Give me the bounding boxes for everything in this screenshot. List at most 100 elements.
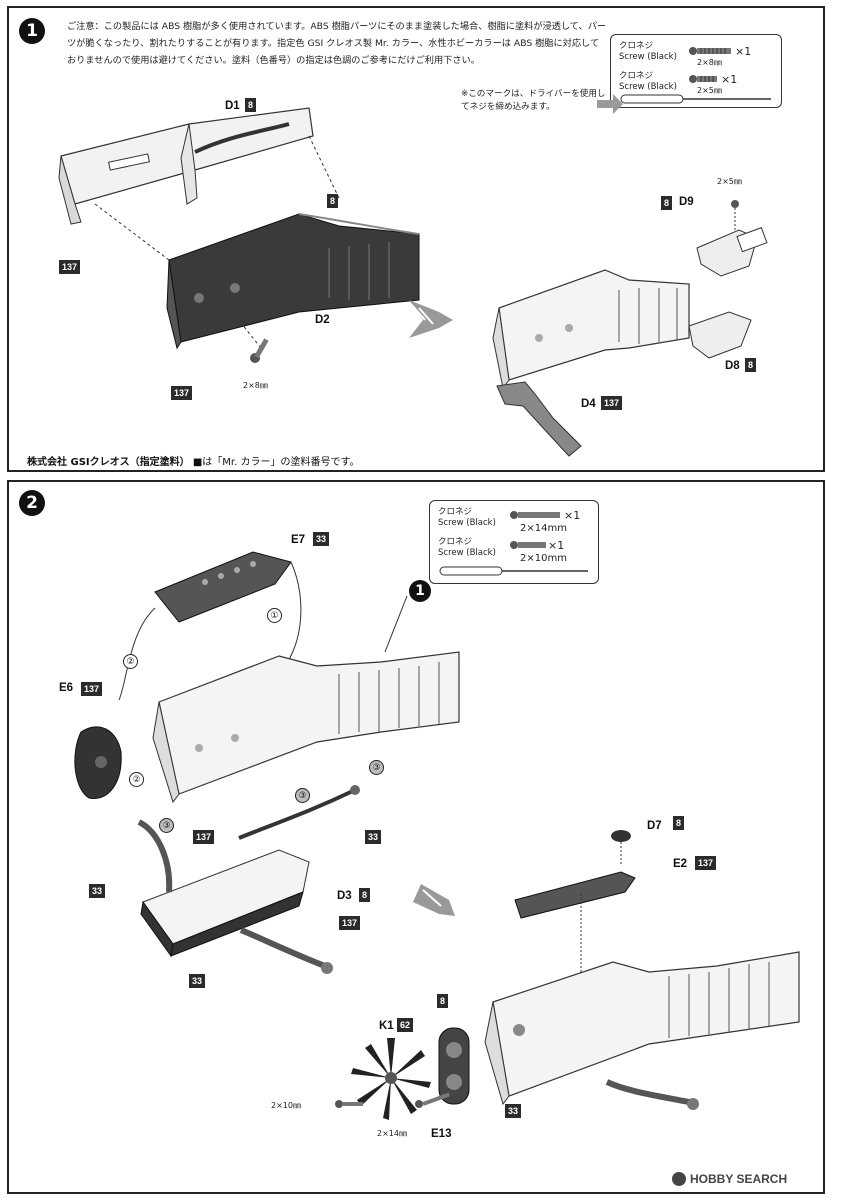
step-1-diagram [58,94,768,457]
watermark-text: HOBBY SEARCH [690,1172,788,1186]
color-box-d1: 8 [245,98,257,112]
screwdriver-icon [620,94,771,104]
part-d2-drawing [166,213,420,350]
screw-qty: ×1 [735,45,752,58]
paint-footer: 株式会社 GSIクレオス（指定塗料） ■は「Mr. カラー」の塗料番号です。 [27,453,359,468]
assembled-engine-drawing [492,269,690,390]
callout-3-left: ③ [295,788,310,803]
screw-row-5mm: クロネジ Screw (Black) [619,71,677,93]
part-d8-drawing [688,311,752,359]
hobby-search-logo-icon [672,1172,686,1186]
color-box-33-left: 33 [89,884,106,898]
color-box-33-e13: 33 [505,1104,522,1118]
part-label-d4: D4 [581,398,596,410]
next-step-arrow-icon [413,884,455,916]
color-box-d7: 8 [673,816,685,830]
screw-name-en: Screw (Black) [619,82,677,92]
screw-icon [689,47,731,55]
part-label-d1: D1 [225,100,240,112]
screw-qty: ×1 [548,539,565,552]
screwdriver-icon [439,566,588,576]
hobby-search-watermark: HOBBY SEARCH [672,1172,787,1186]
part-k1-fan-drawing [351,1038,431,1120]
screw-icon [689,75,717,83]
color-box-e7: 33 [313,532,330,546]
color-box-33-cable: 33 [365,830,382,844]
part-d9-drawing [696,200,768,277]
part-d1-drawing [58,107,314,225]
screw-name-en: Screw (Black) [619,52,677,62]
color-box-137-d3: 137 [339,916,361,930]
screw-icon [510,541,546,549]
screw-icons [620,47,771,104]
paint-company: 株式会社 GSIクレオス（指定塗料） [27,457,190,468]
callout-1: ① [267,608,282,623]
callout-3-right: ③ [369,760,384,775]
next-step-arrow-icon [409,300,453,338]
abs-resin-notice: ご注意：この製品には ABS 樹脂が多く使用されています。ABS 樹脂パーツにそ… [67,21,607,66]
color-box-k1: 62 [397,1018,414,1032]
step-1-reference: 1 [409,580,431,602]
guide-line [118,607,156,701]
part-label-d7: D7 [647,820,662,832]
part-e6-drawing [74,726,122,799]
step-1-panel: 1 ご注意：この製品には ABS 樹脂が多く使用されています。ABS 樹脂パーツ… [7,6,825,472]
color-box-e6: 137 [81,682,103,696]
guide-line [278,561,302,673]
screw-qty: ×1 [564,509,581,522]
part-d3-drawing [140,849,310,958]
screw-2x10-icon [335,1100,363,1108]
screw-size: 2×14mm [520,523,567,534]
screw-name-en: Screw (Black) [438,548,496,558]
color-box-d9: 8 [661,196,673,210]
callout-2-bottom: ② [129,772,144,787]
callout-2-top: ② [123,654,138,669]
screw-row-10mm: クロネジ Screw (Black) [438,537,496,559]
screw-legend-box: クロネジ Screw (Black) ×1 2×14mm クロネジ Screw … [429,500,599,584]
screw-dimension-2x8: 2×8㎜ [243,381,268,390]
part-label-d2: D2 [315,314,330,326]
pointer-arrow-icon [597,94,623,114]
engine-assembly-drawing [152,651,460,804]
part-e2-drawing [514,871,636,972]
step-2-diagram [74,551,800,1120]
color-box-137-mid: 137 [193,830,215,844]
paint-note: ■は「Mr. カラー」の塗料番号です。 [192,457,360,468]
screw-dimension-2x5: 2×5㎜ [717,177,742,186]
driver-note: ※このマークは、ドライバーを使用してネジを締め込みます。 [461,89,606,112]
color-box-8b: 8 [437,994,449,1008]
color-box-8: 8 [327,194,339,208]
screw-icons [439,511,588,576]
part-label-e7: E7 [291,534,306,546]
part-d4-drawing [496,381,582,457]
screw-size: 2×10mm [520,553,567,564]
screw-name-jp: クロネジ [438,507,473,517]
part-label-e13: E13 [431,1128,452,1140]
step-2-panel: 2 クロネジ Screw (Black) ×1 2×14mm クロネジ Scre… [7,480,825,1194]
screw-legend-box: クロネジ Screw (Black) ×1 2×8㎜ クロネジ Screw (B… [610,34,782,108]
screw-size: 2×8㎜ [697,58,722,67]
color-box-d8: 8 [745,358,757,372]
part-e7-drawing [154,551,292,623]
final-engine-drawing [484,951,800,1110]
screw-row-8mm: クロネジ Screw (Black) [619,41,677,63]
color-box-137-bottom: 137 [171,386,193,400]
color-box-d4: 137 [601,396,623,410]
screw-name-jp: クロネジ [619,41,654,51]
color-box-33-bottom: 33 [189,974,206,988]
part-label-k1: K1 [379,1020,394,1032]
screw-dimension-2x10: 2×10㎜ [271,1101,301,1110]
screw-icon [510,511,560,519]
screw-name-jp: クロネジ [619,71,654,81]
callout-3-hose: ③ [159,818,174,833]
screw-2x8-icon [250,338,269,363]
part-label-e6: E6 [59,682,74,694]
cable-drawing [238,785,360,840]
screw-name-en: Screw (Black) [438,518,496,528]
step-number: 2 [19,490,45,516]
hose-drawing [137,819,333,974]
part-label-d9: D9 [679,196,694,208]
screw-row-14mm: クロネジ Screw (Black) [438,507,496,529]
screw-size: 2×5㎜ [697,86,722,95]
color-box-d3: 8 [359,888,371,902]
